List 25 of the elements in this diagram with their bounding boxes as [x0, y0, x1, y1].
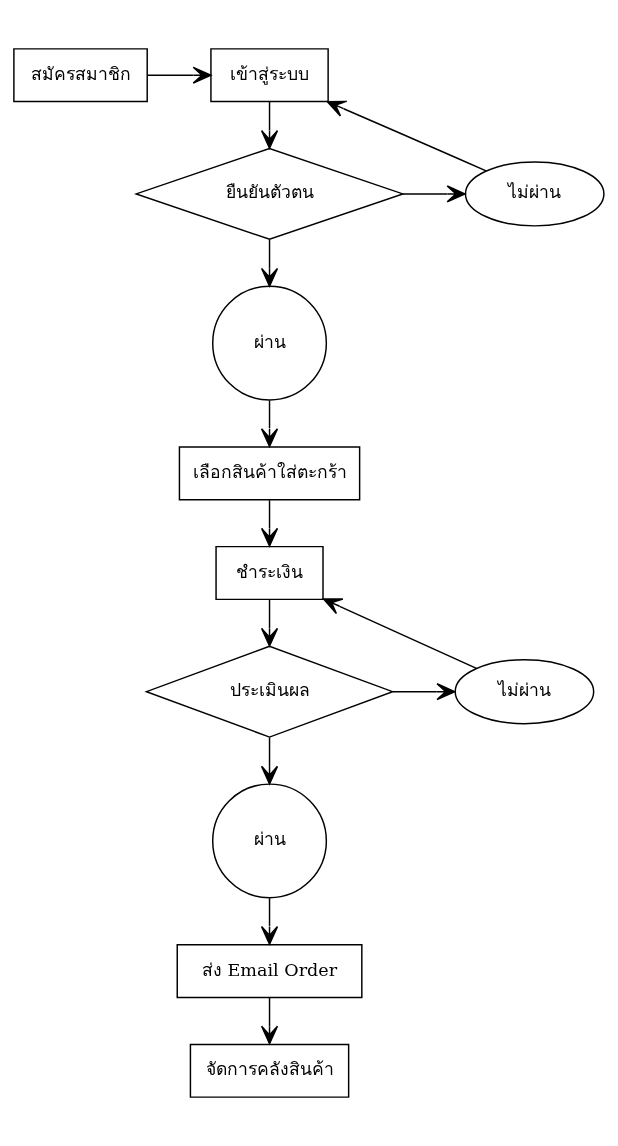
arrow [260, 736, 279, 785]
node-ellipse: ไม่ผ่าน [454, 658, 595, 725]
node-ellipse: ไม่ผ่าน [464, 161, 605, 227]
arrow [260, 499, 279, 547]
node-diamond: ยืนยันตัวตน [133, 147, 406, 241]
arrow [322, 598, 478, 670]
node-circle: ผ่าน [212, 783, 328, 899]
arrow [260, 399, 279, 448]
arrow [402, 185, 466, 203]
node-box: เลือกสินค้าใส่ตะกร้า [178, 446, 361, 501]
node-box: ชำระเงิน [215, 545, 324, 601]
arrow [146, 66, 212, 84]
node-diamond: ประเมินผล [144, 645, 395, 738]
node-circle: ผ่าน [212, 285, 328, 401]
arrow [326, 100, 487, 172]
arrow [260, 238, 279, 287]
node-box: ส่ง Email Order [176, 944, 363, 999]
arrow [260, 598, 279, 647]
arrow [260, 897, 279, 945]
node-box: จัดการคลังสินค้า [189, 1043, 350, 1098]
node-box: สมัครสมาชิก [13, 48, 148, 103]
arrow [260, 101, 279, 149]
arrow [392, 683, 456, 701]
arrow [260, 997, 279, 1045]
node-box: เข้าสู่ระบบ [210, 48, 329, 103]
